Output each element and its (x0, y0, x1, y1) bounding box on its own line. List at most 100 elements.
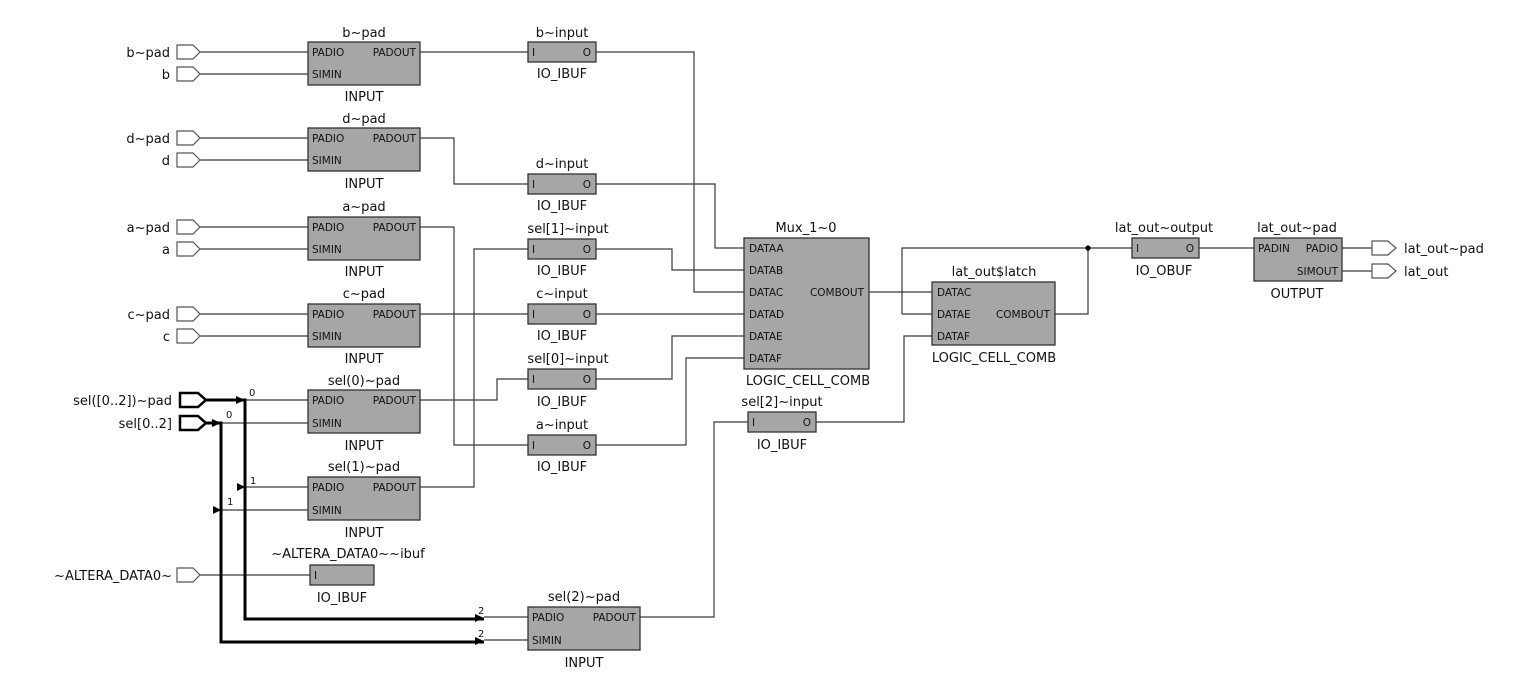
pin-label-b: b (162, 68, 170, 83)
port-label: I (532, 374, 535, 386)
output-pin-icon[interactable] (1371, 240, 1397, 256)
input-pin-icon[interactable] (176, 66, 201, 82)
bus-pin-icon[interactable] (178, 391, 208, 409)
block-title: c~input (536, 287, 587, 302)
block-type: INPUT (345, 177, 384, 192)
bus-index-label: 0 (249, 388, 255, 399)
port-label: SIMIN (532, 635, 562, 647)
block-type: OUTPUT (1271, 287, 1324, 302)
block-type: INPUT (345, 265, 384, 280)
bus-index-label: 1 (250, 476, 256, 487)
port-label: I (314, 570, 317, 582)
input-pin-icon[interactable] (176, 328, 201, 344)
port-label: PADIO (312, 395, 344, 407)
port-label: DATAB (749, 265, 783, 277)
port-label: DATAC (937, 287, 971, 299)
bus-index-label: 0 (226, 410, 232, 421)
input-pin-icon[interactable] (176, 567, 201, 583)
port-label: PADIO (312, 133, 344, 145)
obuf-block[interactable]: lat_out~output I O IO_OBUF (1115, 221, 1213, 279)
input-pin-icon[interactable] (176, 306, 201, 322)
port-label: PADIO (1306, 243, 1338, 255)
pin-label-b-pad: b~pad (126, 46, 170, 61)
port-label: PADOUT (373, 309, 417, 321)
block-title: a~input (536, 418, 588, 433)
ibuf-block-d[interactable]: d~input I O IO_IBUF (527, 157, 597, 214)
pad-block-d[interactable]: d~pad PADIO SIMIN PADOUT INPUT (307, 112, 421, 192)
pin-label-lat-out: lat_out (1404, 265, 1448, 280)
pin-label-d-pad: d~pad (126, 132, 170, 147)
block-title: lat_out$latch (952, 265, 1037, 280)
port-label: COMBOUT (810, 287, 865, 299)
port-label: PADIO (312, 222, 344, 234)
block-title: ~ALTERA_DATA0~~ibuf (271, 547, 425, 562)
block-type: INPUT (345, 352, 384, 367)
input-pin-icon[interactable] (176, 44, 201, 60)
pad-block-sel1[interactable]: sel(1)~pad PADIO SIMIN PADOUT INPUT (307, 460, 421, 541)
port-label: I (532, 309, 535, 321)
bus-index-label: 2 (478, 606, 484, 617)
pad-block-a[interactable]: a~pad PADIO SIMIN PADOUT INPUT (307, 200, 421, 280)
pin-label-sel-bus: sel[0..2] (119, 417, 172, 432)
port-label: PADIO (532, 612, 564, 624)
block-title: Mux_1~0 (775, 221, 836, 236)
block-type: INPUT (565, 656, 604, 671)
pin-label-sel-pad-bus: sel([0..2])~pad (73, 394, 172, 409)
port-label: O (583, 179, 591, 191)
pin-label-a: a (162, 243, 170, 258)
port-label: DATAD (749, 309, 784, 321)
input-pin-icon[interactable] (176, 241, 201, 257)
block-title: sel(2)~pad (548, 590, 620, 605)
port-label: COMBOUT (996, 309, 1051, 321)
wires (200, 51, 1372, 641)
block-type: IO_IBUF (537, 199, 587, 214)
port-label: O (583, 440, 591, 452)
ibuf-block-b[interactable]: b~input I O IO_IBUF (527, 26, 597, 82)
block-title: sel(0)~pad (328, 374, 400, 389)
block-title: d~input (536, 157, 589, 172)
port-label: PADOUT (373, 47, 417, 59)
port-label: DATAC (749, 287, 783, 299)
output-pad-block[interactable]: lat_out~pad PADIN PADIO SIMOUT OUTPUT (1253, 221, 1343, 302)
block-title: lat_out~output (1115, 221, 1213, 236)
port-label: DATAE (937, 309, 971, 321)
bus-taps (212, 245, 1091, 645)
pin-label-lat-out-pad: lat_out~pad (1404, 242, 1484, 257)
port-label: SIMOUT (1297, 266, 1339, 278)
port-label: O (1186, 243, 1194, 255)
logic-cell-latch[interactable]: lat_out$latch DATAC DATAE DATAF COMBOUT … (931, 265, 1056, 366)
ibuf-block-a[interactable]: a~input I O IO_IBUF (527, 418, 597, 475)
ibuf-block-altera[interactable]: ~ALTERA_DATA0~~ibuf I IO_IBUF (271, 547, 425, 606)
block-type: IO_IBUF (537, 329, 587, 344)
pad-block-b[interactable]: b~pad PADIO SIMIN PADOUT INPUT (307, 26, 421, 105)
ibuf-block-sel2[interactable]: sel[2]~input I O IO_IBUF (741, 395, 822, 453)
block-type: INPUT (345, 526, 384, 541)
port-label: PADIN (1258, 243, 1290, 255)
block-title: b~pad (342, 26, 386, 41)
port-label: I (532, 440, 535, 452)
output-pins: lat_out~pad lat_out (1371, 240, 1484, 280)
output-pin-icon[interactable] (1371, 263, 1397, 279)
bus-pin-icon[interactable] (178, 414, 208, 432)
port-label: PADOUT (373, 482, 417, 494)
ibuf-block-sel1[interactable]: sel[1]~input I O IO_IBUF (527, 222, 609, 279)
pad-block-sel2[interactable]: sel(2)~pad PADIO SIMIN PADOUT INPUT (527, 590, 641, 671)
block-type: LOGIC_CELL_COMB (746, 374, 870, 389)
port-label: PADOUT (593, 612, 637, 624)
port-label: PADOUT (373, 222, 417, 234)
logic-cell-mux[interactable]: Mux_1~0 DATAA DATAB DATAC DATAD DATAE DA… (743, 221, 870, 389)
pad-block-c[interactable]: c~pad PADIO SIMIN PADOUT INPUT (307, 287, 421, 367)
port-label: O (583, 244, 591, 256)
ibuf-block-sel0[interactable]: sel[0]~input I O IO_IBUF (527, 352, 609, 410)
input-pin-icon[interactable] (176, 152, 201, 168)
input-pin-icon[interactable] (176, 130, 201, 146)
block-type: IO_IBUF (537, 395, 587, 410)
port-label: SIMIN (312, 331, 342, 343)
input-pin-icon[interactable] (176, 219, 201, 235)
pad-block-sel0[interactable]: sel(0)~pad PADIO SIMIN PADOUT INPUT (307, 374, 421, 454)
ibuf-block-c[interactable]: c~input I O IO_IBUF (527, 287, 597, 344)
pin-label-c-pad: c~pad (127, 308, 170, 323)
port-label: SIMIN (312, 155, 342, 167)
port-label: SIMIN (312, 505, 342, 517)
